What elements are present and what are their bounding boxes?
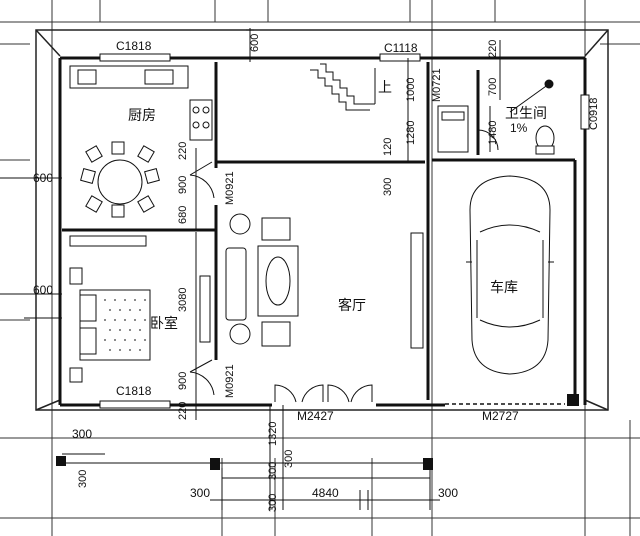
dim-680: 680	[177, 206, 189, 224]
dim-900-bed: 900	[177, 372, 189, 390]
room-living-label: 客厅	[338, 297, 366, 314]
dim-300-v1: 300	[267, 462, 279, 480]
roof-outline	[35, 29, 609, 411]
dim-1480: 1480	[487, 121, 499, 145]
bedroom-furniture	[69, 235, 211, 383]
car	[466, 175, 554, 375]
living-furniture	[225, 213, 424, 349]
door-kitchen-label: M0921	[224, 171, 236, 205]
dim-300-mid: 300	[382, 178, 394, 196]
door-main-label: M2427	[297, 409, 334, 423]
staircase	[310, 63, 376, 111]
door-bath-label: M0721	[431, 68, 443, 102]
dim-1280: 1280	[405, 121, 417, 145]
dining-table	[80, 141, 160, 218]
window-bath-label: C0918	[588, 98, 600, 130]
window-kitchen-label: C1818	[116, 39, 152, 53]
dim-900-kitchen: 900	[177, 176, 189, 194]
room-bedroom-label: 卧室	[150, 315, 178, 332]
bed-pattern	[104, 299, 146, 351]
door-bedroom-label: M0921	[224, 364, 236, 398]
dim-1000: 1000	[405, 78, 417, 102]
dim-300-bottom-b: 300	[267, 494, 279, 512]
dim-300-left: 300	[72, 427, 92, 441]
stair-up-label: 上	[378, 80, 392, 96]
slope-label: 1%	[510, 121, 528, 135]
bath-fixtures	[437, 79, 555, 155]
window-bedroom-label: C1818	[116, 384, 152, 398]
room-garage-label: 车库	[490, 279, 518, 296]
dim-top-600: 600	[249, 34, 261, 52]
dim-left-600-b: 600	[33, 283, 53, 297]
kitchen-fixtures	[69, 65, 213, 141]
dim-300-v2: 300	[283, 450, 295, 468]
room-kitchen-label: 厨房	[128, 108, 156, 124]
dim-300-bottom-c: 300	[438, 486, 458, 500]
dim-1320: 1320	[267, 422, 279, 446]
dim-220-kitchen: 220	[177, 142, 189, 160]
door-garage-label: M2727	[482, 409, 519, 423]
front-step	[60, 462, 431, 510]
dimension-lines	[0, 28, 501, 510]
dim-left-600-a: 600	[33, 171, 53, 185]
column	[567, 394, 579, 406]
dim-120: 120	[382, 138, 394, 156]
front-columns	[56, 456, 433, 470]
dim-3080: 3080	[177, 288, 189, 312]
dim-220-bed: 220	[177, 402, 189, 420]
dim-220-top: 220	[487, 40, 499, 58]
window-top-label: C1118	[384, 41, 418, 55]
dim-300-corner: 300	[77, 470, 89, 488]
doors	[189, 129, 565, 405]
dim-700: 700	[487, 78, 499, 96]
dim-300-bottom-a: 300	[190, 486, 210, 500]
windows	[99, 53, 590, 409]
dim-4840: 4840	[312, 486, 339, 500]
room-bath-label: 卫生间	[505, 106, 547, 122]
